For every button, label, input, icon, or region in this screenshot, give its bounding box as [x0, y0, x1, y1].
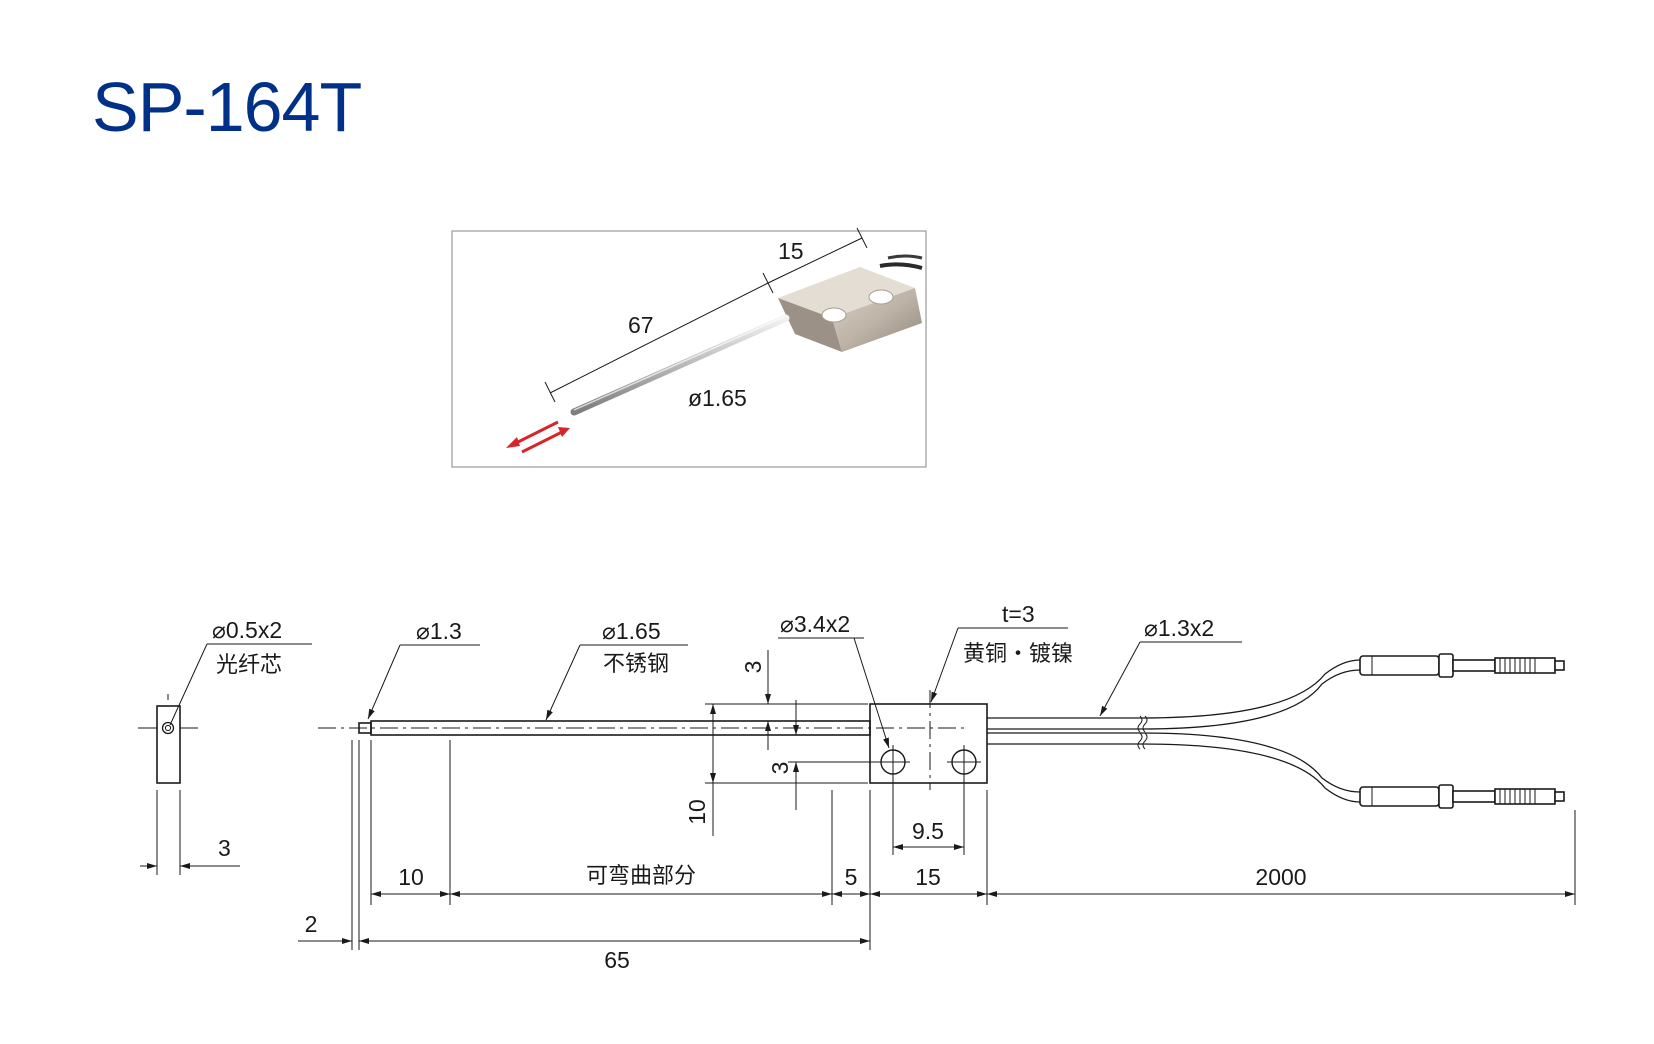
dim-hole-pitch: 9.5 — [893, 818, 964, 850]
photo-diameter-label: ø1.65 — [688, 385, 747, 411]
svg-text:10: 10 — [684, 799, 710, 825]
label-block: t=3 黄铜・镀镍 — [930, 601, 1073, 703]
photo-hole-icon — [821, 307, 847, 323]
photo-cable — [879, 262, 923, 270]
label-tip: ⌀1.3 — [367, 618, 480, 720]
photo-dim-67: 67 — [544, 272, 774, 403]
connector-lower — [1359, 784, 1565, 809]
svg-text:15: 15 — [915, 864, 941, 890]
photo-dim-15-label: 15 — [778, 238, 804, 264]
dim-row-2: 2 65 — [298, 911, 870, 973]
end-view: ⌀0.5x2 光纤芯 3 — [138, 617, 312, 875]
svg-text:⌀3.4x2: ⌀3.4x2 — [780, 611, 850, 637]
photo-frame — [451, 230, 927, 468]
svg-text:不锈钢: 不锈钢 — [603, 652, 669, 677]
svg-text:65: 65 — [604, 947, 630, 973]
product-photo: 67 15 ø1.65 — [451, 227, 927, 468]
end-view-label: ⌀0.5x2 — [212, 617, 282, 643]
label-cable: ⌀1.3x2 — [1099, 615, 1242, 717]
side-view: ⌀1.3 ⌀1.65 不锈钢 ⌀3.4x2 t=3 黄铜・镀镍 ⌀1.3x2 — [298, 601, 1576, 973]
fiber-cables — [987, 659, 1361, 803]
label-holes: ⌀3.4x2 — [778, 611, 890, 749]
dim-tube-offset-top: 3 — [705, 650, 870, 750]
dim-row-1: 10 可弯曲部分 5 15 2000 — [371, 864, 1575, 897]
svg-text:3: 3 — [767, 762, 793, 775]
svg-text:5: 5 — [845, 864, 858, 890]
photo-block — [778, 267, 922, 352]
svg-text:2: 2 — [305, 911, 318, 937]
label-tube: ⌀1.65 不锈钢 — [545, 618, 688, 721]
svg-text:⌀1.3x2: ⌀1.3x2 — [1144, 615, 1214, 641]
end-view-width: 3 — [218, 835, 231, 861]
svg-text:3: 3 — [740, 661, 766, 674]
svg-text:⌀1.65: ⌀1.65 — [602, 618, 661, 644]
dim-tube-offset-bottom: 3 — [767, 700, 876, 810]
svg-text:10: 10 — [398, 864, 424, 890]
end-view-sublabel: 光纤芯 — [216, 653, 282, 678]
photo-dim-67-label: 67 — [628, 312, 654, 338]
svg-text:9.5: 9.5 — [912, 818, 944, 844]
photo-probe-tube — [570, 314, 790, 416]
svg-text:2000: 2000 — [1255, 864, 1306, 890]
photo-hole-icon — [868, 289, 894, 305]
photo-dim-15: 15 — [767, 227, 868, 284]
svg-text:黄铜・镀镍: 黄铜・镀镍 — [963, 642, 1073, 667]
connector-upper — [1359, 653, 1565, 678]
svg-text:可弯曲部分: 可弯曲部分 — [586, 864, 696, 889]
svg-text:t=3: t=3 — [1002, 601, 1035, 627]
page-title: SP-164T — [92, 68, 362, 146]
red-light-arrows-icon — [506, 420, 570, 454]
svg-text:⌀1.3: ⌀1.3 — [416, 618, 462, 644]
dim-block-height: 10 — [684, 704, 868, 836]
fiber-core-icon — [161, 721, 175, 735]
